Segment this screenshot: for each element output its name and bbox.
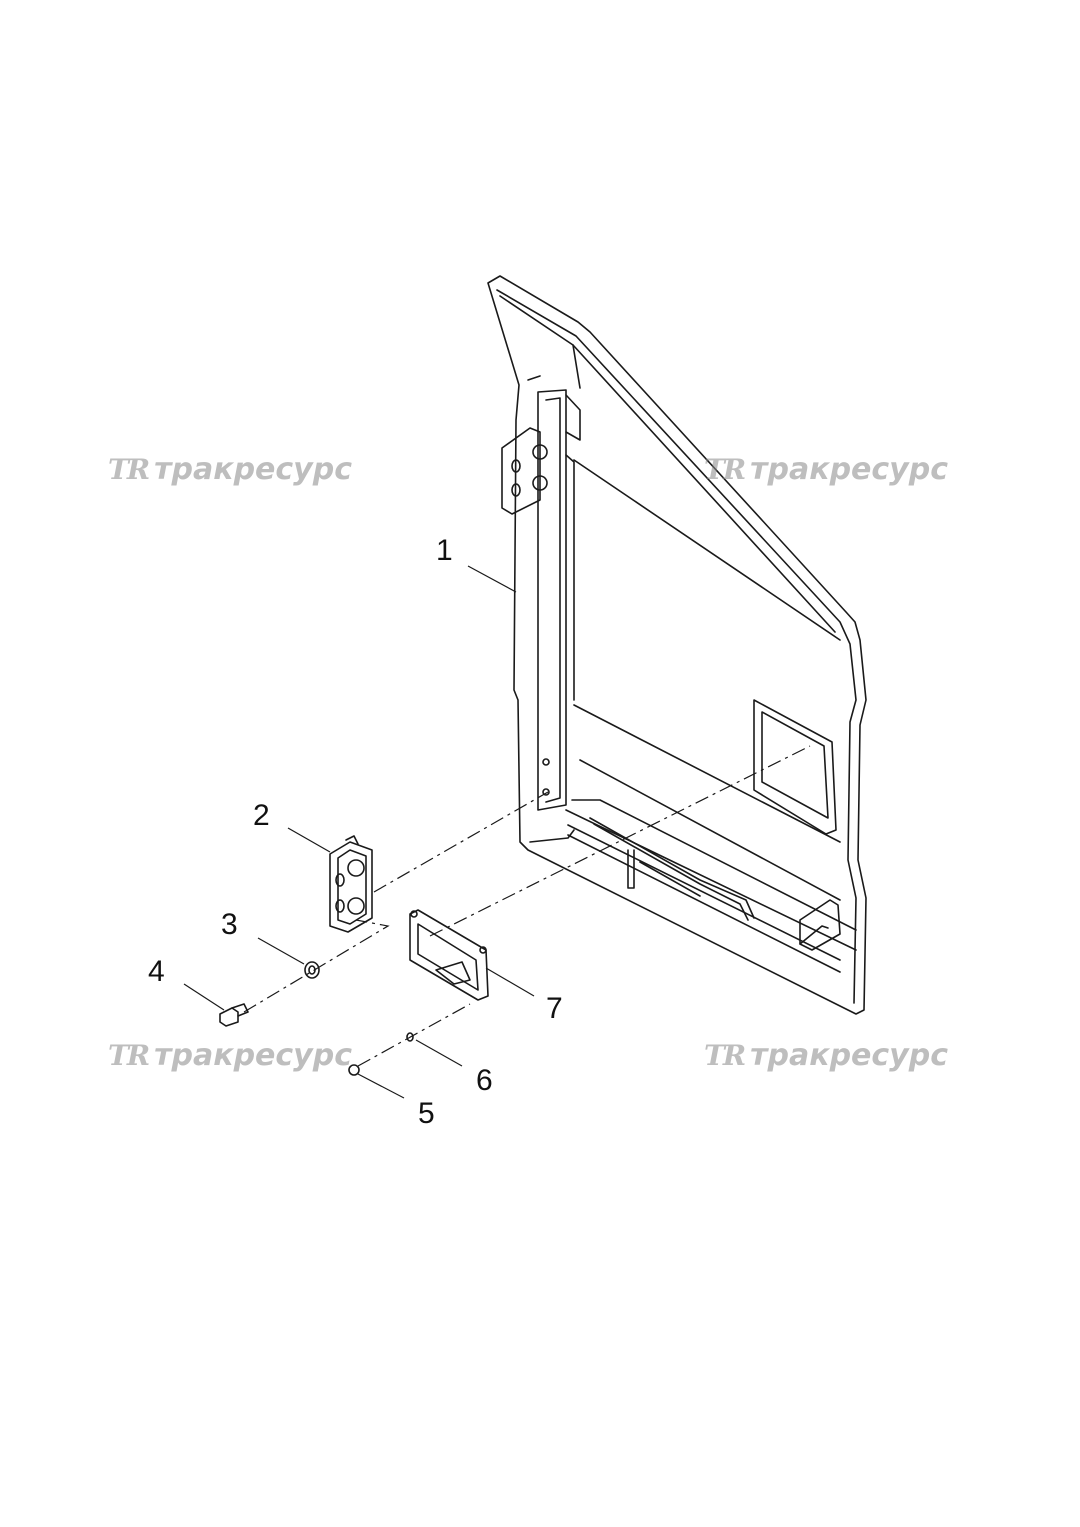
- bolt-part-4: [219, 1003, 249, 1027]
- callout-1: 1: [436, 534, 453, 567]
- washer-part-3: [304, 961, 320, 979]
- watermark-text: тракресурс: [154, 1038, 352, 1073]
- watermark: TR тракресурс: [704, 1038, 948, 1073]
- door-panel: [487, 275, 867, 1015]
- watermark: TR тракресурс: [704, 452, 948, 487]
- leader-2: [287, 827, 331, 853]
- watermark-text: тракресурс: [750, 452, 948, 487]
- watermark: TR тракресурс: [108, 1038, 352, 1073]
- leader-4: [183, 983, 225, 1011]
- assembly-line-nut: [357, 1003, 471, 1067]
- assembly-line-hinge: [373, 791, 549, 893]
- leader-3: [257, 937, 305, 965]
- watermark-logo-icon: TR: [108, 1039, 150, 1072]
- spring-washer-part-6: [406, 1032, 414, 1042]
- leader-5: [357, 1073, 405, 1099]
- watermark-logo-icon: TR: [704, 1039, 746, 1072]
- assembly-line-bolt: [243, 919, 390, 1013]
- watermark-logo-icon: TR: [704, 453, 746, 486]
- nut-part-5: [348, 1064, 360, 1076]
- leader-6: [415, 1039, 463, 1067]
- callout-6: 6: [476, 1064, 493, 1097]
- cover-part-7: [409, 909, 489, 1001]
- leader-7: [485, 967, 535, 997]
- callout-7: 7: [546, 992, 563, 1025]
- hinge-part-2: [329, 835, 373, 933]
- callout-3: 3: [221, 908, 238, 941]
- callout-2: 2: [253, 799, 270, 832]
- callout-4: 4: [148, 955, 165, 988]
- watermark-text: тракресурс: [750, 1038, 948, 1073]
- callout-5: 5: [418, 1097, 435, 1130]
- watermark-logo-icon: TR: [108, 453, 150, 486]
- assembly-line-cover: [429, 745, 811, 937]
- watermark: TR тракресурс: [108, 452, 352, 487]
- watermark-text: тракресурс: [154, 452, 352, 487]
- leader-1: [467, 565, 517, 593]
